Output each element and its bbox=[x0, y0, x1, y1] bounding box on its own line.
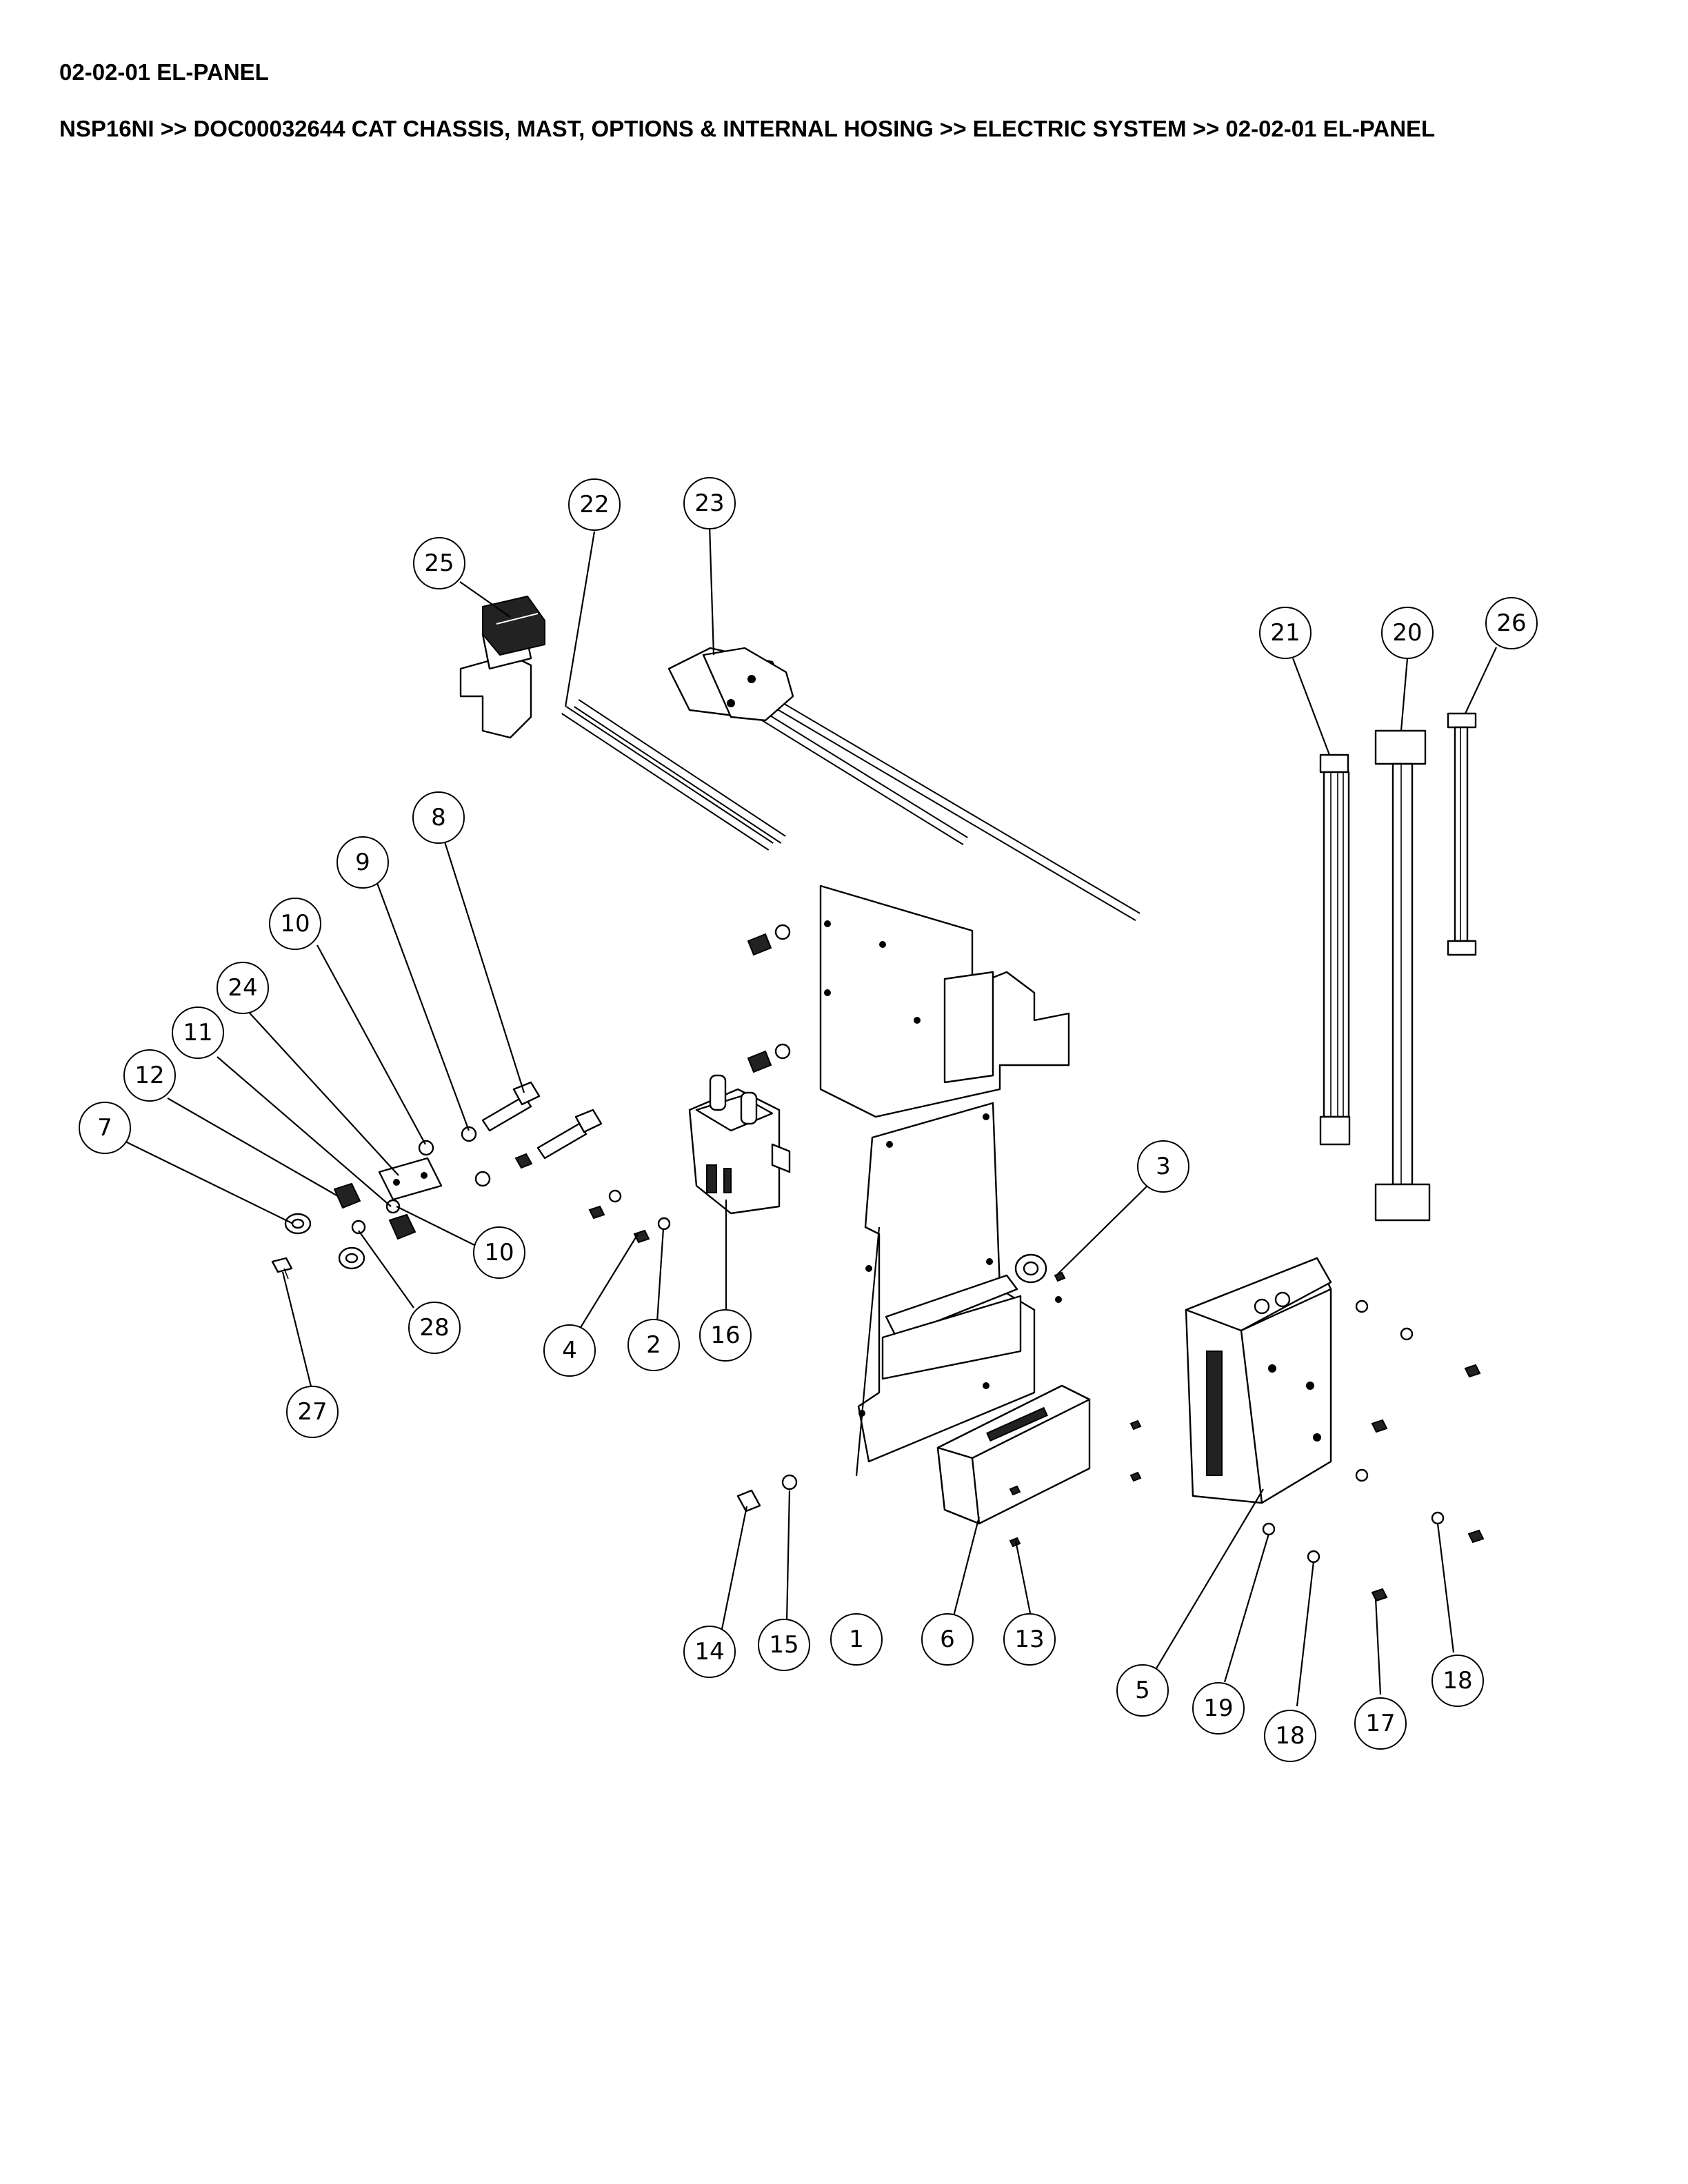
breadcrumb: NSP16NI >> DOC00032644 CAT CHASSIS, MAST… bbox=[59, 116, 1436, 141]
callout-18a: 18 bbox=[1431, 1655, 1484, 1707]
callout-21-label: 21 bbox=[1270, 619, 1300, 647]
callout-3-label: 3 bbox=[1156, 1153, 1171, 1180]
part-16-contactor bbox=[688, 1074, 791, 1215]
callout-7: 7 bbox=[79, 1102, 131, 1154]
callout-27-label: 27 bbox=[297, 1398, 327, 1426]
part-6-box bbox=[936, 1384, 1091, 1525]
callout-12-label: 12 bbox=[134, 1062, 164, 1089]
callout-28-label: 28 bbox=[419, 1314, 449, 1342]
callout-2-label: 2 bbox=[646, 1331, 661, 1359]
callout-10b-label: 10 bbox=[484, 1239, 514, 1266]
callout-1: 1 bbox=[830, 1613, 883, 1666]
callout-3: 3 bbox=[1137, 1140, 1189, 1193]
callout-16-label: 16 bbox=[710, 1322, 740, 1349]
callout-11: 11 bbox=[172, 1007, 224, 1059]
part-21-harness bbox=[1319, 754, 1351, 1146]
callout-15: 15 bbox=[758, 1619, 810, 1671]
callout-10a: 10 bbox=[269, 898, 321, 950]
callout-25: 25 bbox=[413, 537, 465, 589]
callout-28: 28 bbox=[408, 1302, 461, 1354]
part-5-controller bbox=[1185, 1257, 1332, 1504]
part-25-switch bbox=[459, 595, 545, 739]
callout-5-label: 5 bbox=[1135, 1677, 1150, 1704]
callout-19: 19 bbox=[1192, 1682, 1245, 1735]
callout-2: 2 bbox=[627, 1319, 680, 1371]
part-23-connector bbox=[667, 647, 1141, 922]
part-20-harness bbox=[1374, 729, 1431, 1222]
callout-1-label: 1 bbox=[849, 1626, 864, 1653]
callout-21: 21 bbox=[1259, 607, 1312, 659]
callout-14: 14 bbox=[683, 1626, 736, 1678]
callout-6-label: 6 bbox=[940, 1626, 955, 1653]
callout-14-label: 14 bbox=[694, 1638, 724, 1666]
callout-15-label: 15 bbox=[769, 1631, 798, 1659]
part-screws-right bbox=[736, 1300, 1485, 1602]
callout-23-label: 23 bbox=[694, 489, 724, 517]
callout-7-label: 7 bbox=[97, 1114, 112, 1142]
callout-17: 17 bbox=[1354, 1697, 1407, 1750]
leader-lines bbox=[123, 525, 1497, 1707]
callout-10a-label: 10 bbox=[280, 910, 310, 938]
callout-27: 27 bbox=[286, 1386, 339, 1438]
callout-18a-label: 18 bbox=[1443, 1667, 1472, 1695]
callout-4-label: 4 bbox=[562, 1337, 577, 1364]
callout-22: 22 bbox=[568, 478, 621, 531]
callout-5: 5 bbox=[1116, 1664, 1169, 1717]
callout-17-label: 17 bbox=[1365, 1710, 1395, 1737]
callout-6: 6 bbox=[921, 1613, 974, 1666]
callout-20-label: 20 bbox=[1392, 619, 1422, 647]
callout-9: 9 bbox=[336, 836, 389, 889]
callout-11-label: 11 bbox=[183, 1019, 212, 1046]
callout-18b-label: 18 bbox=[1275, 1722, 1305, 1750]
callout-13: 13 bbox=[1003, 1613, 1056, 1666]
part-1-panel bbox=[747, 884, 1070, 1463]
callout-24: 24 bbox=[217, 962, 269, 1014]
callout-16: 16 bbox=[699, 1309, 752, 1362]
callout-4: 4 bbox=[543, 1324, 596, 1377]
callout-13-label: 13 bbox=[1014, 1626, 1044, 1653]
callout-25-label: 25 bbox=[424, 549, 454, 577]
callout-26: 26 bbox=[1485, 597, 1538, 649]
callout-12: 12 bbox=[123, 1049, 176, 1102]
callout-20: 20 bbox=[1381, 607, 1434, 659]
callout-23: 23 bbox=[683, 477, 736, 529]
callout-24-label: 24 bbox=[228, 974, 257, 1002]
page-title: 02-02-01 EL-PANEL bbox=[59, 59, 269, 85]
callout-22-label: 22 bbox=[579, 491, 609, 518]
callout-9-label: 9 bbox=[355, 849, 370, 876]
callout-8: 8 bbox=[412, 791, 465, 844]
callout-26-label: 26 bbox=[1496, 609, 1526, 637]
part-hardware-left bbox=[271, 1081, 671, 1280]
callout-10b: 10 bbox=[473, 1226, 525, 1279]
part-22-cables bbox=[550, 699, 786, 857]
part-3-buzzer bbox=[1014, 1253, 1066, 1303]
callout-19-label: 19 bbox=[1203, 1695, 1233, 1722]
callout-18b: 18 bbox=[1264, 1710, 1316, 1762]
callout-8-label: 8 bbox=[431, 804, 446, 831]
part-26-harness bbox=[1447, 712, 1477, 956]
